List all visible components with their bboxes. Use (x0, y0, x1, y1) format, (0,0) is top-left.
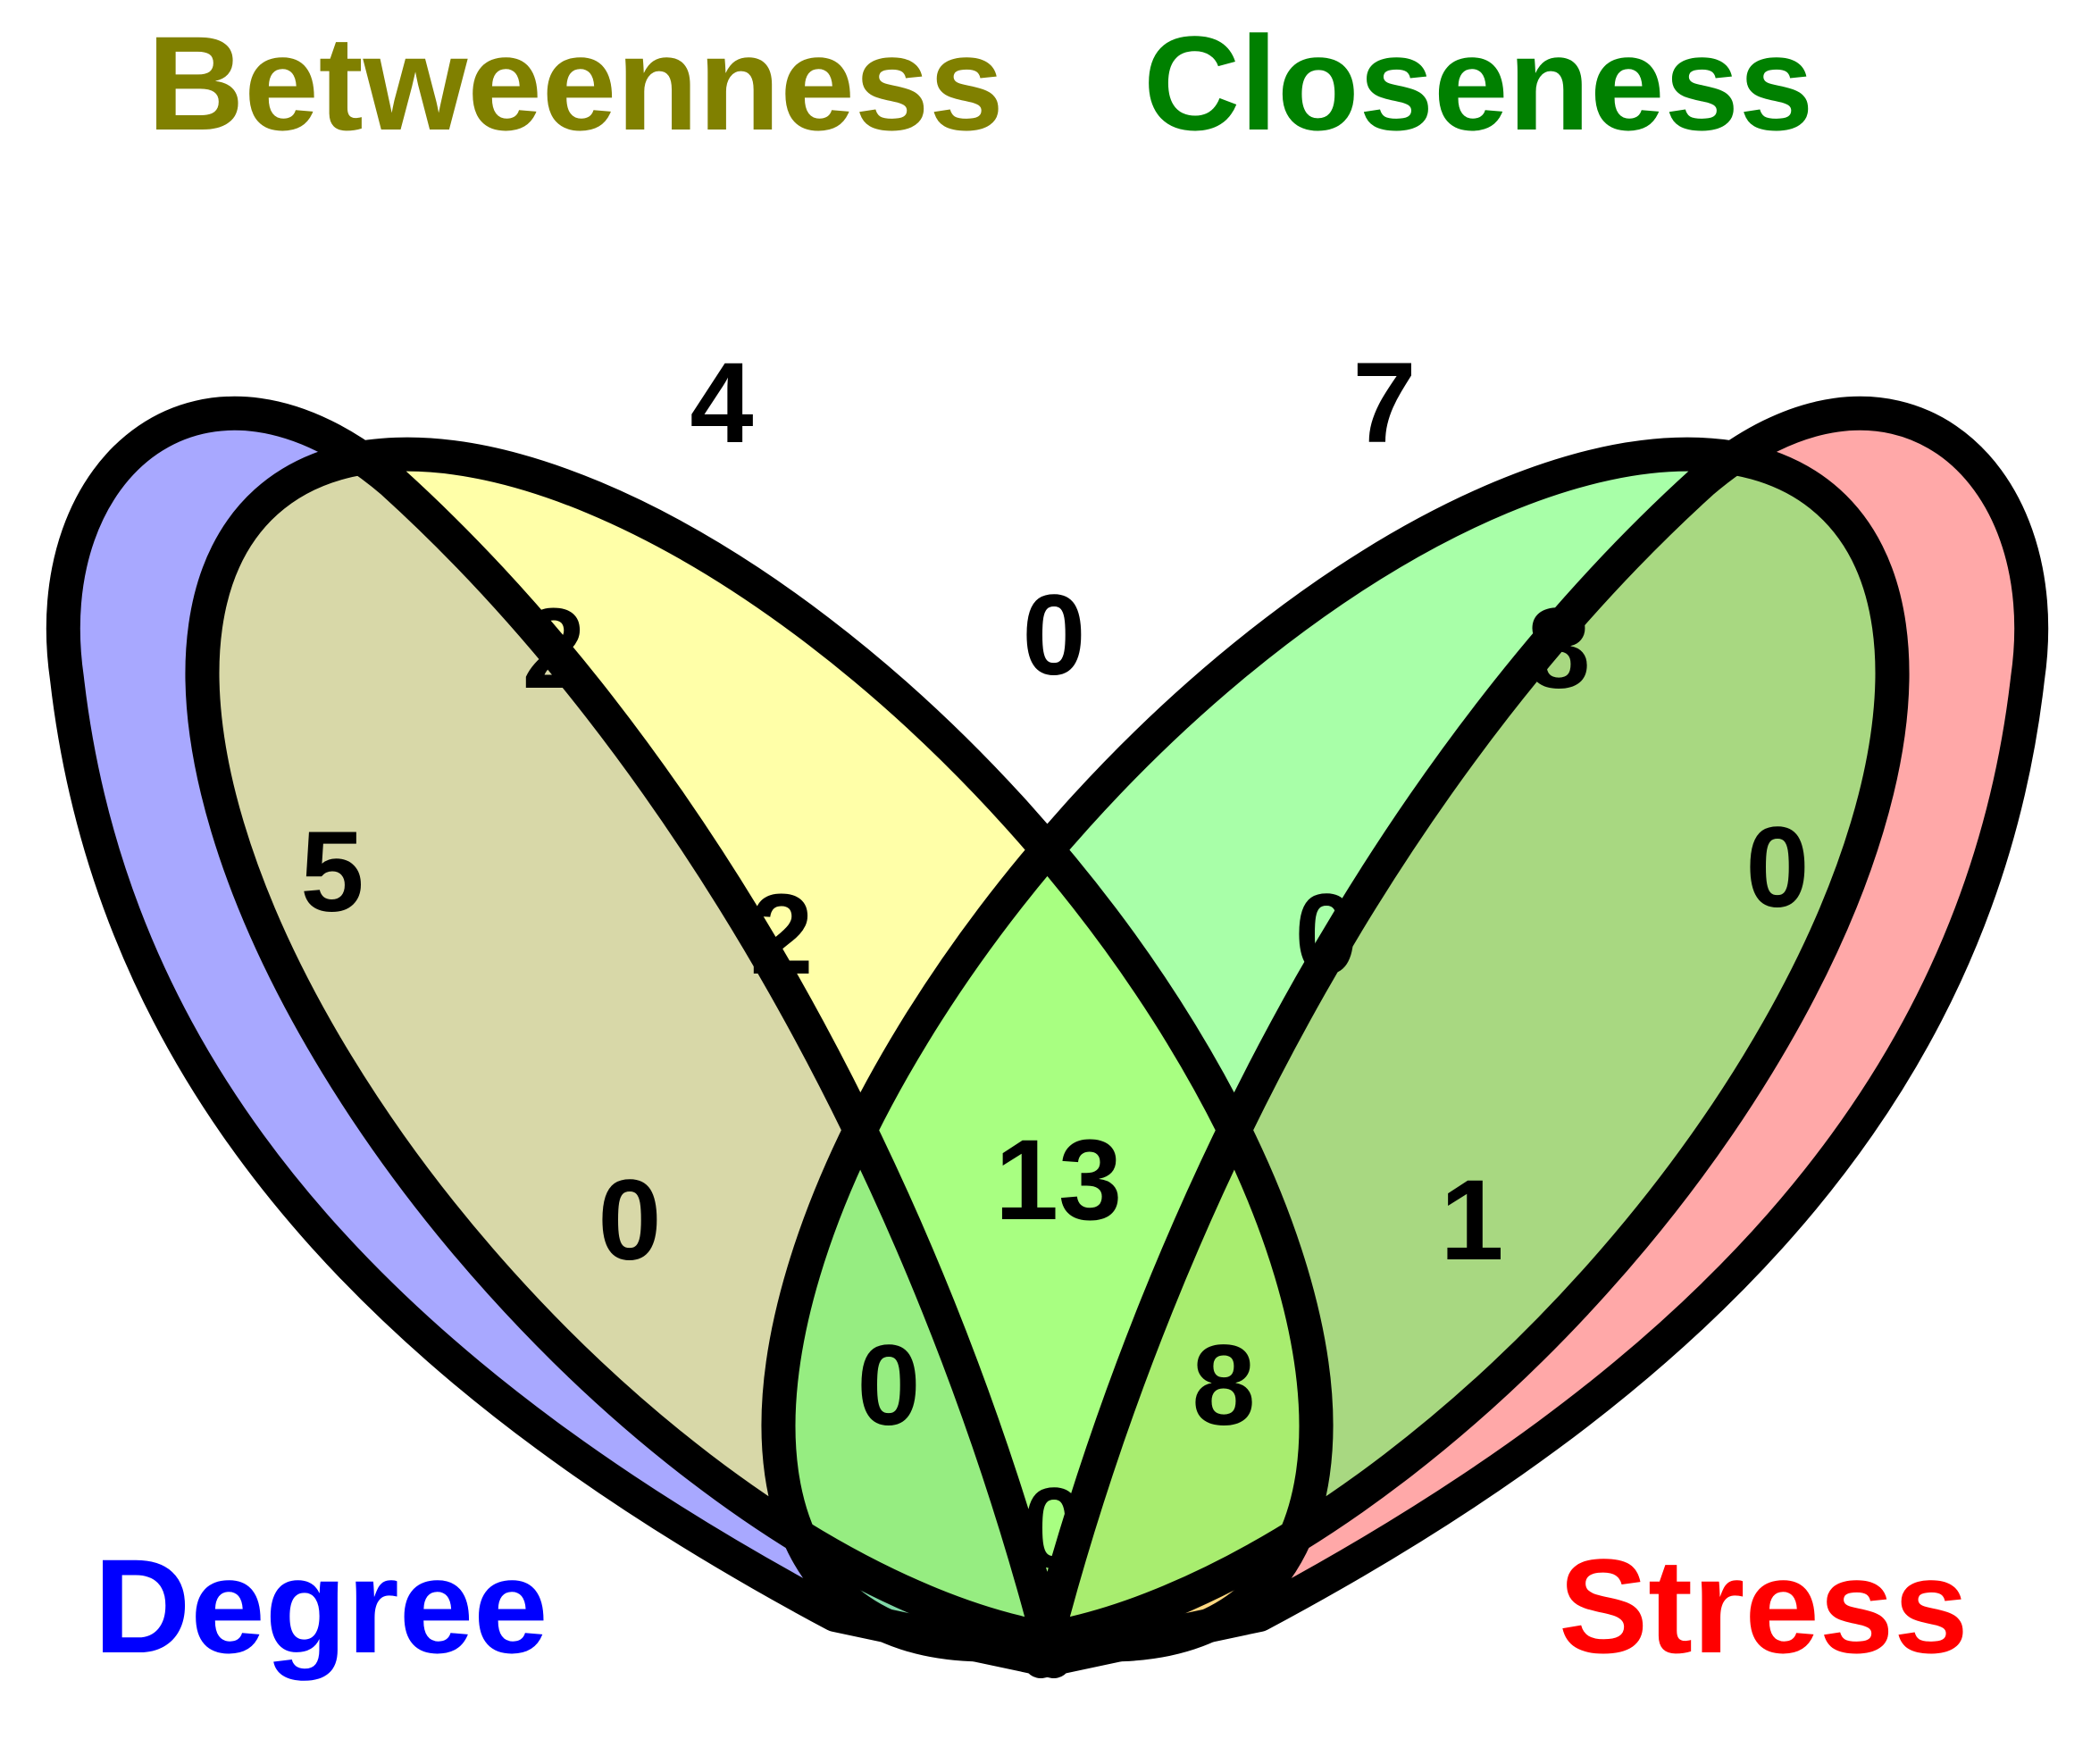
venn-outlines (7, 269, 2087, 1764)
count-degree-betweenness-closeness: 2 (749, 871, 813, 999)
count-stress-only: 0 (1745, 804, 1809, 932)
count-degree-closeness: 0 (598, 1157, 661, 1284)
count-degree-betweenness-stress: 8 (1192, 1322, 1255, 1450)
count-closeness-only: 7 (1352, 339, 1416, 467)
set-labels: Betweenness Closeness Degree Stress (94, 8, 1969, 1681)
count-betweenness-closeness-stress: 0 (1294, 871, 1358, 999)
count-betweenness-stress: 1 (1440, 1157, 1503, 1284)
venn-fills (63, 413, 2032, 1662)
closeness-outline (761, 437, 1910, 1662)
betweenness-outline (185, 437, 1334, 1662)
closeness-ellipse (778, 454, 1893, 1645)
region-counts: 4 7 5 0 2 0 8 0 1 2 0 13 0 8 0 (300, 339, 1809, 1593)
stress-label: Stress (1559, 1531, 1969, 1681)
count-betweenness-only: 4 (690, 339, 753, 467)
count-degree-closeness-stress: 0 (857, 1322, 920, 1450)
count-degree-stress: 0 (1022, 1465, 1085, 1593)
count-betweenness-closeness: 0 (1022, 572, 1085, 699)
count-closeness-stress: 8 (1526, 585, 1590, 713)
count-all-four: 13 (995, 1116, 1122, 1244)
count-degree-betweenness: 2 (522, 585, 585, 713)
closeness-label: Closeness (1143, 8, 1813, 158)
betweenness-label: Betweenness (147, 8, 1004, 158)
degree-label: Degree (94, 1531, 548, 1681)
count-degree-only: 5 (300, 808, 364, 936)
